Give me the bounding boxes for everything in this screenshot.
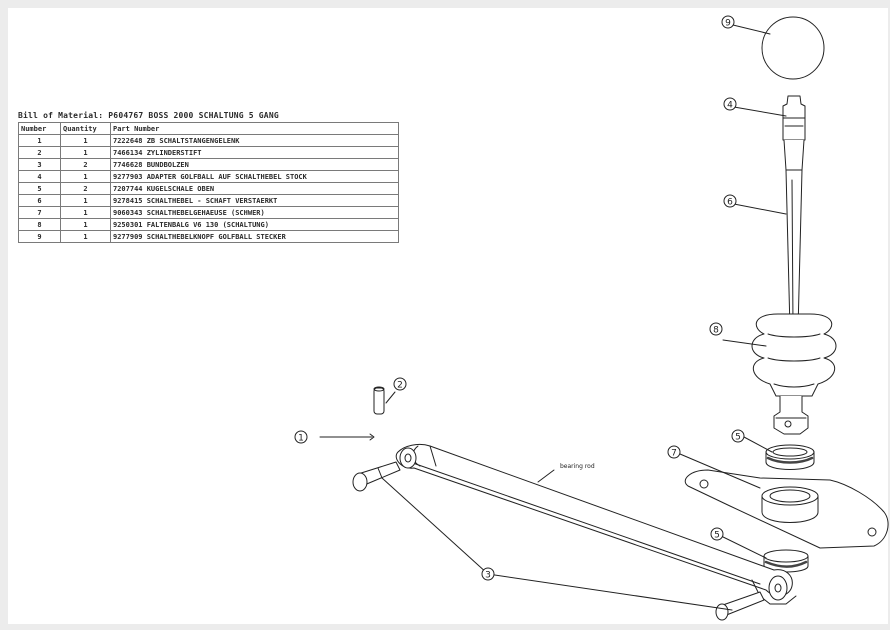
svg-text:7: 7	[671, 449, 677, 459]
bom-header-row: Number Quantity Part Number	[18, 122, 399, 135]
shift-lever-shaft	[783, 139, 805, 331]
shift-knob-adapter	[782, 95, 806, 141]
callout-5-lower: 5	[710, 527, 724, 541]
svg-text:9: 9	[725, 19, 731, 29]
bom-title: Bill of Material: P604767 BOSS 2000 SCHA…	[18, 111, 279, 120]
collar-bolt-lower	[715, 591, 765, 621]
bellows-boot	[751, 313, 837, 397]
callout-6: 6	[723, 194, 737, 208]
lower-ball-joint	[773, 395, 809, 435]
svg-text:5: 5	[735, 433, 741, 443]
golf-ball-knob	[761, 16, 825, 80]
shift-rod-joint	[395, 443, 797, 605]
collar-bolt-upper	[352, 461, 401, 492]
cylinder-pin	[373, 386, 385, 415]
callout-1: 1	[294, 430, 308, 444]
callout-9: 9	[721, 15, 735, 29]
bill-of-material: Bill of Material: P604767 BOSS 2000 SCHA…	[18, 110, 399, 243]
shift-lever-housing	[684, 469, 889, 549]
callout-2: 2	[393, 377, 407, 391]
ball-cup-upper	[765, 444, 815, 470]
ball-cup-lower	[763, 549, 809, 573]
drawing-sheet	[8, 8, 888, 624]
svg-text:1: 1	[298, 434, 304, 444]
bearing-rod-note: bearing rod	[560, 463, 595, 470]
callout-3: 3	[481, 567, 495, 581]
svg-text:2: 2	[397, 381, 403, 391]
svg-text:6: 6	[727, 198, 733, 208]
callout-5-upper: 5	[731, 429, 745, 443]
bom-number: 9	[18, 230, 61, 243]
callout-4: 4	[723, 97, 737, 111]
callout-7: 7	[667, 445, 681, 459]
svg-text:5: 5	[714, 531, 720, 541]
bom-part: 9277909 SCHALTHEBELKNOPF GOLFBALL STECKE…	[110, 230, 399, 243]
svg-text:8: 8	[713, 326, 719, 336]
callout-8: 8	[709, 322, 723, 336]
svg-text:4: 4	[727, 101, 733, 111]
svg-text:3: 3	[485, 571, 491, 581]
leader-lines	[319, 24, 787, 611]
